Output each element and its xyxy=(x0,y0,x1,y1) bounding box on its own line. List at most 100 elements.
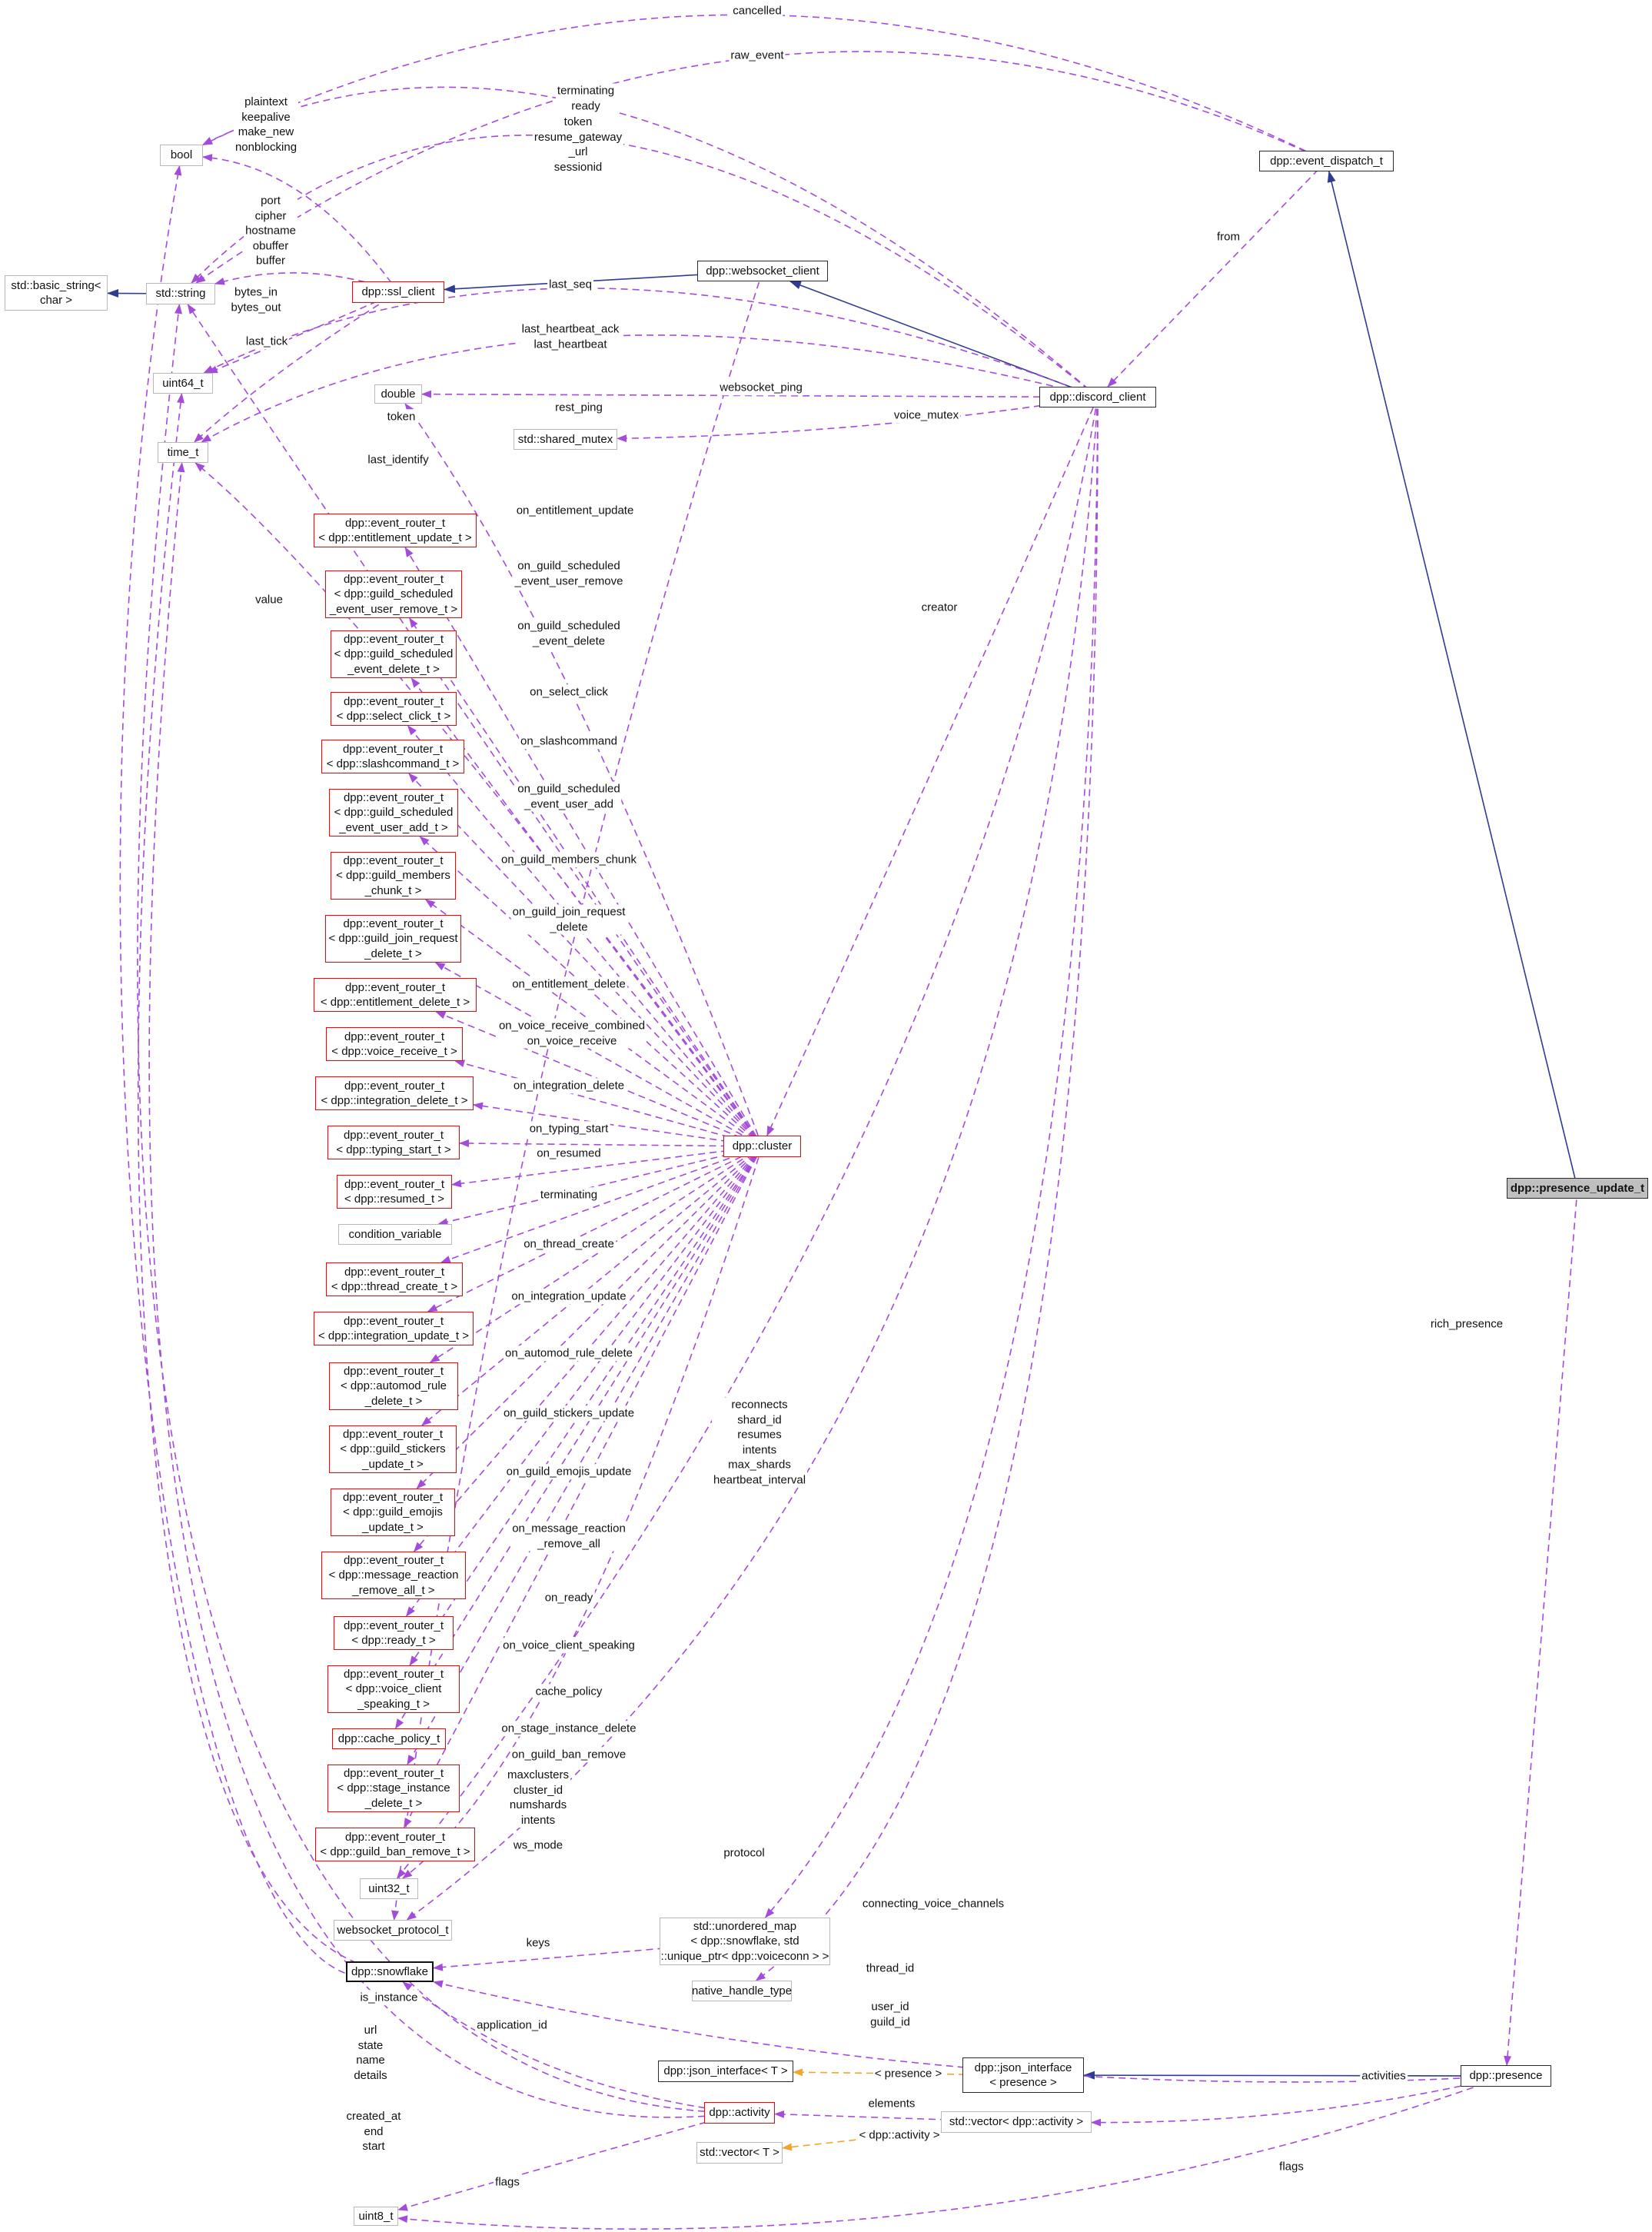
node-bool: bool xyxy=(160,145,203,166)
node-er-thread-create[interactable]: dpp::event_router_t < dpp::thread_create… xyxy=(326,1262,463,1296)
edge-cluster-er-entitlement-update xyxy=(404,547,763,1147)
node-er-resumed[interactable]: dpp::event_router_t < dpp::resumed_t > xyxy=(337,1175,452,1209)
node-er-mr-remove-all[interactable]: dpp::event_router_t < dpp::message_react… xyxy=(321,1552,466,1599)
node-native-handle-type: native_handle_type xyxy=(692,1981,792,2001)
edge-cluster-condition-variable xyxy=(437,1146,763,1226)
node-er-integration-delete[interactable]: dpp::event_router_t < dpp::integration_d… xyxy=(315,1076,474,1110)
edge-label-discord-client-bool: terminating ready xyxy=(555,83,617,114)
edge-cluster-er-gjr-delete xyxy=(434,962,763,1147)
edge-label-discord-client-unordered-map: connecting_voice_channels xyxy=(860,1896,1006,1911)
node-er-gjr-delete[interactable]: dpp::event_router_t < dpp::guild_join_re… xyxy=(325,915,461,963)
node-event-dispatch[interactable]: dpp::event_dispatch_t xyxy=(1259,151,1394,171)
node-er-voice-receive[interactable]: dpp::event_router_t < dpp::voice_receive… xyxy=(326,1027,463,1061)
node-er-gse-user-add[interactable]: dpp::event_router_t < dpp::guild_schedul… xyxy=(329,789,458,837)
edge-label-discord-client-native-handle-type: thread_id xyxy=(864,1961,916,1976)
edge-label-cluster-er-integration-update: on_integration_update xyxy=(510,1289,628,1304)
edge-label-ssl-client-string: port cipher hostname obuffer buffer xyxy=(244,193,297,268)
edge-label-discord-client-uint64: last_seq xyxy=(547,277,593,292)
node-cache-policy-t[interactable]: dpp::cache_policy_t xyxy=(332,1728,446,1749)
edge-label-discord-client-shared-mutex: voice_mutex xyxy=(892,407,961,423)
node-er-typing-start[interactable]: dpp::event_router_t < dpp::typing_start_… xyxy=(327,1126,460,1159)
edge-activity-string xyxy=(137,304,740,2114)
edge-label-cluster-er-resumed: on_resumed xyxy=(535,1146,603,1161)
edge-label-event-dispatch-bool: cancelled xyxy=(731,3,783,18)
node-er-integration-update[interactable]: dpp::event_router_t < dpp::integration_u… xyxy=(314,1312,474,1346)
edge-label-snowflake-uint64: value xyxy=(254,592,284,607)
edge-discord-client-time xyxy=(201,334,1099,443)
edge-event-dispatch-discord-client xyxy=(1107,160,1328,388)
node-er-automod-rule-delete[interactable]: dpp::event_router_t < dpp::automod_rule … xyxy=(329,1362,458,1410)
edge-label-cluster-string: token xyxy=(385,409,417,424)
node-er-gse-delete[interactable]: dpp::event_router_t < dpp::guild_schedul… xyxy=(331,630,457,678)
edge-label-cluster-er-voice-client-speaking: on_voice_client_speaking xyxy=(501,1638,637,1653)
node-activity[interactable]: dpp::activity xyxy=(704,2102,775,2124)
edge-presence-update-event-dispatch xyxy=(1327,171,1578,1189)
edge-label-cluster-er-voice-receive: on_voice_receive_combined on_voice_recei… xyxy=(497,1018,647,1049)
edge-label-cluster-er-guild-members-chunk: on_guild_members_chunk xyxy=(500,852,638,867)
edge-label-cluster-uint32: maxclusters cluster_id numshards intents xyxy=(505,1768,571,1828)
edge-discord-client-unordered-map xyxy=(764,397,1099,1918)
node-websocket-protocol-t: websocket_protocol_t xyxy=(334,1920,452,1941)
node-er-ready[interactable]: dpp::event_router_t < dpp::ready_t > xyxy=(334,1616,454,1650)
edge-cluster-er-ready xyxy=(406,1146,763,1617)
edge-cluster-time xyxy=(194,462,763,1147)
node-json-interface-T[interactable]: dpp::json_interface< T > xyxy=(658,2061,793,2082)
node-double: double xyxy=(374,384,422,404)
edge-label-cluster-er-gjr-delete: on_guild_join_request _delete xyxy=(510,904,627,935)
edge-label-ssl-client-time: last_tick xyxy=(244,334,290,349)
node-vector-activity: std::vector< dpp::activity > xyxy=(941,2111,1092,2133)
node-json-interface-presence[interactable]: dpp::json_interface < presence > xyxy=(962,2057,1084,2093)
edge-label-activity-time: created_at end start xyxy=(344,2108,403,2154)
edge-label-cluster-er-thread-create: on_thread_create xyxy=(522,1236,616,1252)
edge-label-event-dispatch-string: raw_event xyxy=(729,48,786,63)
edge-snowflake-bool xyxy=(119,165,391,1978)
node-ssl-client[interactable]: dpp::ssl_client xyxy=(352,281,444,303)
edge-discord-client-cluster xyxy=(766,397,1099,1136)
edge-label-json-interface-presence-json-interface-T: < presence > xyxy=(873,2066,944,2081)
node-presence-update: dpp::presence_update_t xyxy=(1507,1178,1648,1199)
edge-label-presence-vector-activity: activities xyxy=(1360,2068,1408,2084)
node-er-slashcommand[interactable]: dpp::event_router_t < dpp::slashcommand_… xyxy=(321,740,464,773)
edge-discord-client-bool xyxy=(202,86,1099,398)
node-er-entitlement-update[interactable]: dpp::event_router_t < dpp::entitlement_u… xyxy=(314,514,477,547)
node-er-entitlement-delete[interactable]: dpp::event_router_t < dpp::entitlement_d… xyxy=(314,978,477,1012)
edge-label-event-dispatch-discord-client: from xyxy=(1215,229,1241,244)
edge-ssl-client-uint64 xyxy=(207,291,399,374)
node-uint64: uint64_t xyxy=(153,373,213,394)
edge-discord-client-websocket-protocol-t xyxy=(406,397,1099,1921)
node-discord-client[interactable]: dpp::discord_client xyxy=(1039,387,1156,407)
edge-label-cluster-condition-variable: terminating xyxy=(538,1187,600,1202)
node-er-voice-client-speaking[interactable]: dpp::event_router_t < dpp::voice_client … xyxy=(327,1665,460,1713)
node-unordered-map: std::unordered_map < dpp::snowflake, std… xyxy=(660,1918,830,1965)
node-er-select-click[interactable]: dpp::event_router_t < dpp::select_click_… xyxy=(331,692,457,726)
node-er-guild-members-chunk[interactable]: dpp::event_router_t < dpp::guild_members… xyxy=(331,852,456,900)
edge-label-cluster-er-gse-user-remove: on_guild_scheduled _event_user_remove xyxy=(513,558,625,589)
edge-label-discord-client-double: websocket_ping xyxy=(718,380,804,395)
edge-snowflake-uint64 xyxy=(137,393,391,1973)
edge-label-cluster-time: last_identify xyxy=(366,452,430,467)
edge-label-cluster-er-typing-start: on_typing_start xyxy=(527,1121,610,1136)
edge-discord-client-shared-mutex xyxy=(617,396,1099,443)
edge-label-presence-uint8: flags xyxy=(1278,2159,1305,2174)
node-basic-string: std::basic_string< char > xyxy=(5,275,108,311)
edge-label-presence-update-presence: rich_presence xyxy=(1428,1316,1505,1332)
edge-label-cluster-er-slashcommand: on_slashcommand xyxy=(519,733,619,749)
edge-ssl-client-bool xyxy=(202,154,399,293)
node-er-guild-ban-remove[interactable]: dpp::event_router_t < dpp::guild_ban_rem… xyxy=(315,1828,475,1861)
edge-label-cluster-er-entitlement-delete: on_entitlement_delete xyxy=(510,976,627,992)
edge-presence-update-presence xyxy=(1504,1188,1578,2066)
node-presence[interactable]: dpp::presence xyxy=(1461,2065,1551,2087)
edge-label-discord-client-uint32: reconnects shard_id resumes intents max_… xyxy=(711,1397,808,1488)
node-shared-mutex: std::shared_mutex xyxy=(514,429,617,450)
node-er-stage-instance-delete[interactable]: dpp::event_router_t < dpp::stage_instanc… xyxy=(327,1765,460,1812)
edge-label-ssl-client-uint64: bytes_in bytes_out xyxy=(229,284,283,315)
node-cluster[interactable]: dpp::cluster xyxy=(723,1136,801,1157)
edge-cluster-er-typing-start xyxy=(459,1139,763,1148)
node-er-gse-user-remove[interactable]: dpp::event_router_t < dpp::guild_schedul… xyxy=(325,570,462,618)
node-websocket-client[interactable]: dpp::websocket_client xyxy=(697,261,828,281)
node-er-guild-emojis-update[interactable]: dpp::event_router_t < dpp::guild_emojis … xyxy=(331,1489,455,1536)
edge-label-discord-client-websocket-protocol-t: protocol xyxy=(722,1845,766,1861)
node-snowflake[interactable]: dpp::snowflake xyxy=(346,1961,434,1982)
node-er-guild-stickers-update[interactable]: dpp::event_router_t < dpp::guild_sticker… xyxy=(329,1425,457,1473)
